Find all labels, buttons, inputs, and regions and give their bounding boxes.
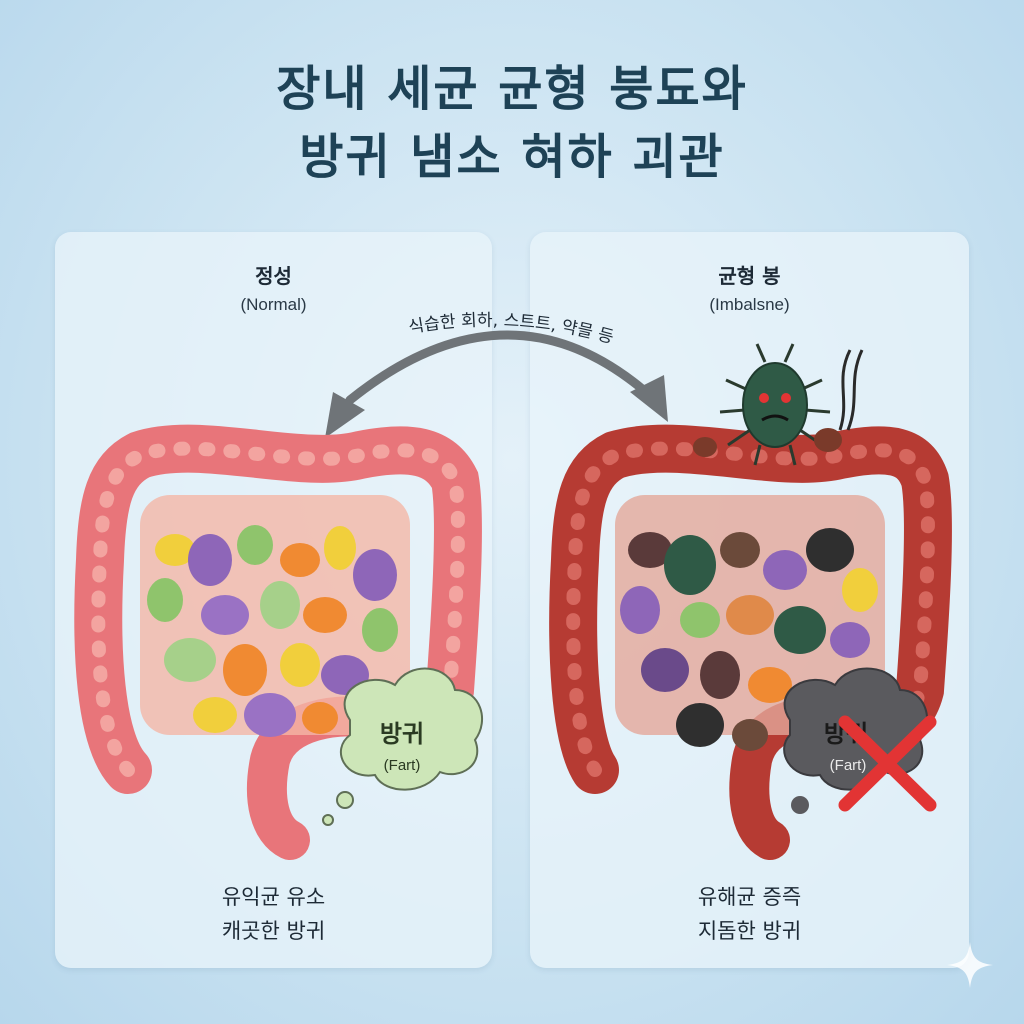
title-line-1: 장내 세균 균형 붕됴와	[276, 61, 748, 117]
arrow-head-right-icon	[630, 375, 668, 422]
imbalance-label-en: (Imbalsne)	[709, 295, 790, 314]
imbalance-bubble-label-en: (Fart)	[830, 757, 867, 774]
normal-bubble-label: 방귀	[380, 720, 424, 748]
cause-arrow	[325, 330, 668, 438]
cross-mark-icon	[838, 715, 937, 812]
imbalance-caption-line-1: 유해균 증즉	[697, 885, 802, 909]
good-bacteria-cluster	[147, 525, 398, 737]
normal-caption-line-1: 유익균 유소	[221, 885, 326, 909]
normal-caption: 유익균 유소 캐곳한 방귀	[55, 880, 492, 948]
arrow-head-left-icon	[325, 392, 365, 438]
page-title: 장내 세균 균형 붕됴와 방귀 냄소 혀하 괴관	[0, 55, 1024, 191]
normal-label-en: (Normal)	[240, 295, 307, 314]
normal-header: 정성 (Normal)	[55, 260, 492, 315]
arrow-label: 식습한 회하, 스트트, 약믈 등	[407, 311, 616, 348]
imbalance-caption: 유해균 증즉 지돔한 방귀	[530, 880, 969, 948]
normal-caption-line-2: 캐곳한 방귀	[221, 919, 326, 943]
imbalance-label: 균형 봉	[718, 264, 781, 288]
imbalance-header: 균형 봉 (Imbalsne)	[530, 260, 969, 315]
sparkle-icon	[947, 942, 993, 988]
normal-bubble-label-en: (Fart)	[384, 757, 421, 774]
bad-bacteria-cluster	[620, 528, 878, 751]
imbalance-caption-line-2: 지돔한 방귀	[697, 919, 802, 943]
small-germ-icon	[693, 349, 864, 457]
harmful-germ-icon	[719, 343, 831, 466]
title-line-2: 방귀 냄소 혀하 괴관	[299, 129, 725, 185]
normal-label: 정성	[255, 264, 292, 288]
speech-cloud-icon	[322, 667, 484, 826]
